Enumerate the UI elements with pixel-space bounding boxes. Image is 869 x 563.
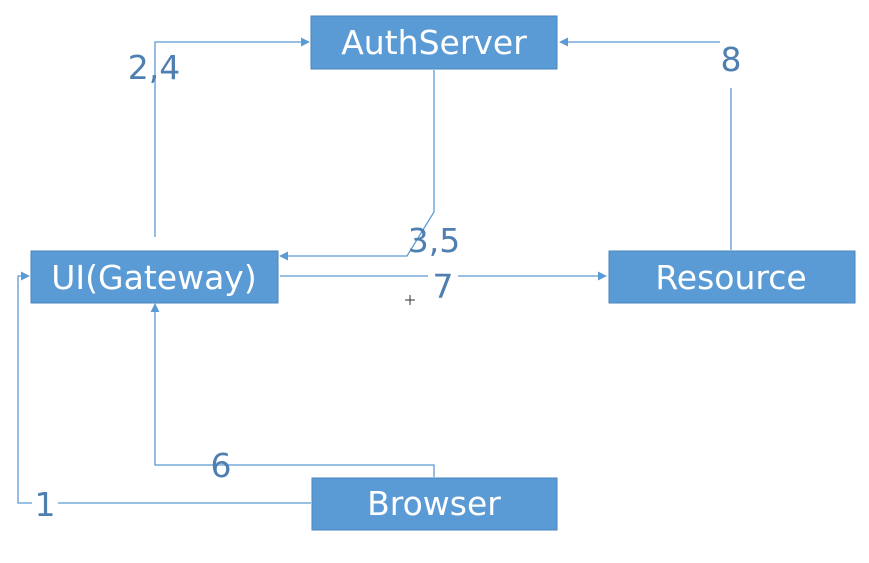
step-label-3-5: 3,5: [408, 221, 460, 260]
label-mask-7: [428, 262, 458, 300]
edge-step-2-4: [154, 37, 310, 237]
node-resource-label: Resource: [655, 258, 806, 297]
node-browser-label: Browser: [367, 484, 501, 523]
node-authserver-label: AuthServer: [341, 23, 527, 62]
node-gateway-label: UI(Gateway): [51, 258, 256, 297]
edge-step-1: [17, 271, 311, 504]
step-label-2-4: 2,4: [128, 48, 180, 87]
step-label-7: 7: [433, 267, 454, 306]
edge-step-3-5: [279, 70, 435, 261]
step-label-8: 8: [721, 40, 742, 79]
node-gateway: UI(Gateway): [30, 250, 279, 304]
step-label-1: 1: [35, 485, 56, 524]
node-resource: Resource: [608, 250, 856, 304]
crosshair-cursor-icon: [405, 295, 415, 305]
label-mask-1: [32, 487, 58, 521]
node-authserver: AuthServer: [310, 15, 558, 70]
node-browser: Browser: [311, 477, 558, 531]
step-label-6: 6: [211, 446, 232, 485]
edge-step-6: [150, 303, 435, 477]
